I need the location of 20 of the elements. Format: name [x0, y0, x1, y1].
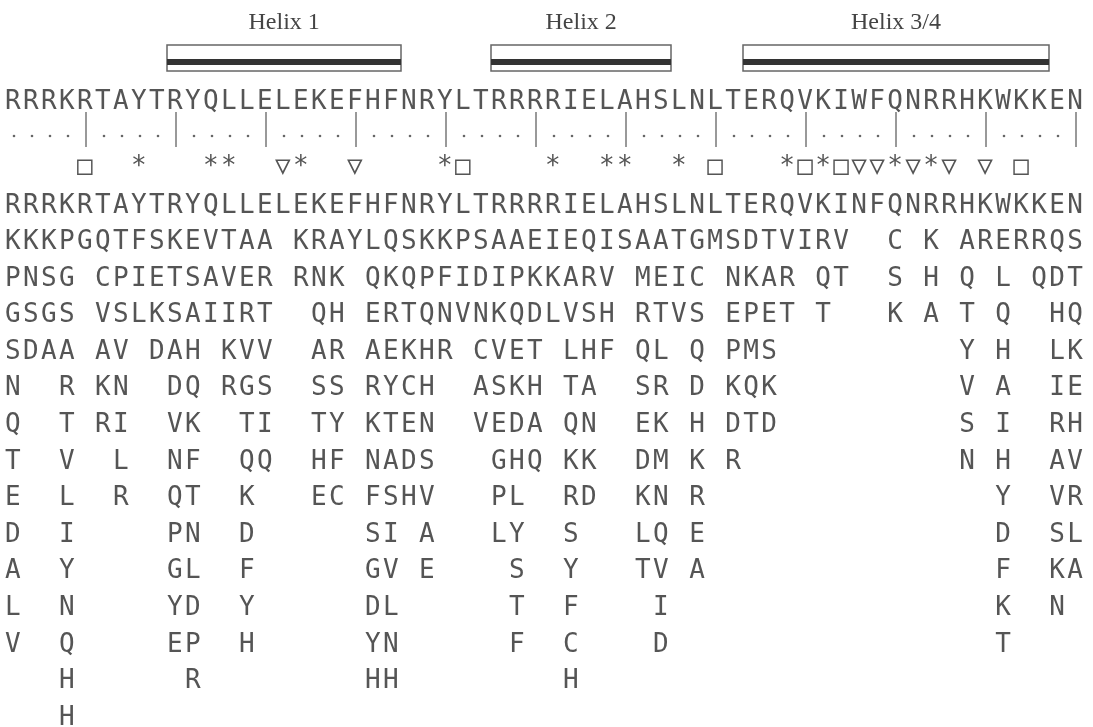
residue-row: E L R QT K EC FSHV PL RD KN R Y VR [5, 482, 1086, 511]
residue-row: N R KN DQ RGS SS RYCH ASKH TA SR D KQK V A IE [5, 372, 1086, 401]
sequence-row: RRRKRTAYTRYQLLELEKEFHFNRYLTRRRRIELAHSLNLTERQVKIWFQNRRHKWKKEN [5, 86, 1086, 114]
helix-label: Helix 2 [545, 8, 617, 34]
residue-row: V Q EP H YN F C D T [5, 628, 1014, 657]
residue-row: L N YD Y DL T F I K N [5, 592, 1068, 620]
conservation-symbols: □ * ** ▽* ▽ *□ * ** * □ *□*□▽▽*▽*▽ ▽ □ [76, 151, 1032, 179]
residue-row-text: H [58, 701, 77, 727]
residue-row: GSGS VSLKSAIIRT QH ERTQNVNKQDLVSH RTVS EPET T K A T Q HQ [5, 299, 1086, 328]
residue-row-text: H R HH H [58, 665, 582, 694]
helix-label: Helix 1 [248, 8, 320, 34]
residue-row: PNSG CPIETSAVER RNK QKQPFIDIPKKARV MEIC NKAR QT S H Q L QDT [5, 262, 1086, 291]
helix-label: Helix 3/4 [851, 8, 941, 34]
residue-row: KKKPGQTFSKEVTAA KRAYLQSKKPSAAEIEQISAATGMSDTVIRV C K ARERRQS [5, 226, 1086, 254]
residue-row: D I PN D SI A LY S LQ E D SL [5, 518, 1086, 547]
residue-row: T V L NF QQ HF NADS GHQ KK DM K R N H AV [5, 445, 1086, 474]
sequence-row: RRRKRTAYTRYQLLELEKEFHFNRYLTRRRRIELAHSLNLTERQVKINFQNRRHKWKKEN [5, 190, 1086, 218]
residue-row: SDAA AV DAH KVV AR AEKHR CVET LHF QL Q PMS Y H LK [5, 335, 1086, 364]
residue-row: Q T RI VK TI TY KTEN VEDA QN EK H DTD S I RH [5, 409, 1086, 437]
residue-row: A Y GL F GV E S Y TV A F KA [5, 555, 1086, 584]
